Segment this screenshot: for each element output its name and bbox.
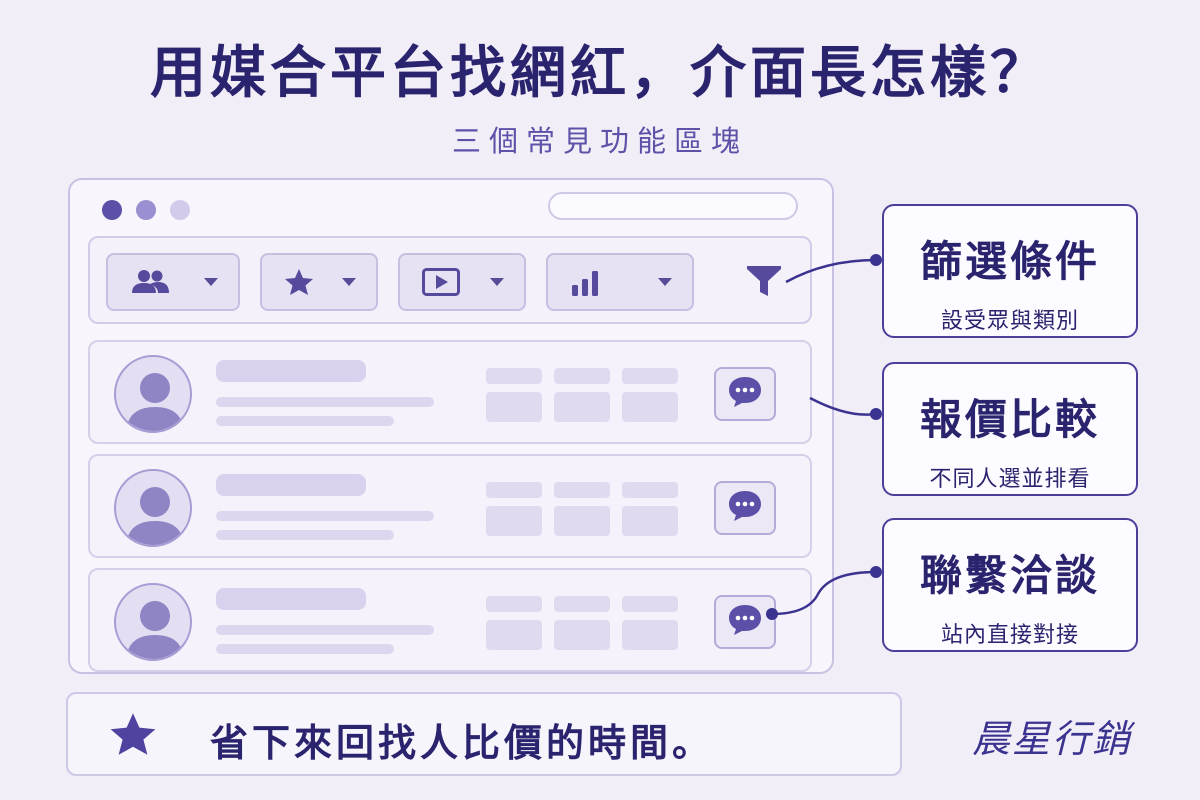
- text-placeholder: [216, 511, 434, 521]
- price-header-cell: [554, 596, 610, 612]
- chevron-down-icon: [658, 278, 672, 286]
- text-placeholder: [216, 530, 394, 540]
- star-icon: [284, 267, 314, 297]
- address-bar[interactable]: [548, 192, 798, 220]
- price-value-cell: [554, 506, 610, 536]
- price-value-cell: [622, 392, 678, 422]
- text-placeholder: [216, 416, 394, 426]
- price-header-cell: [622, 368, 678, 384]
- text-placeholder: [216, 644, 394, 654]
- window-dot-maximize[interactable]: [170, 200, 190, 220]
- price-header-cell: [486, 596, 542, 612]
- funnel-icon[interactable]: [746, 264, 782, 302]
- page-subtitle: 三個常見功能區塊: [451, 124, 748, 158]
- influencer-row[interactable]: [88, 340, 812, 444]
- chevron-down-icon: [204, 278, 218, 286]
- callout-quote-compare: 報價比較 不同人選並排看: [882, 362, 1138, 496]
- star-icon: [108, 710, 158, 762]
- brand-signature: 晨星行銷: [972, 717, 1133, 761]
- price-header-cell: [554, 482, 610, 498]
- price-value-cell: [554, 620, 610, 650]
- price-value-cell: [622, 506, 678, 536]
- banner-text: 省下來回找人比價的時間。: [210, 721, 715, 765]
- callout-title: 篩選條件: [919, 237, 1100, 286]
- chevron-down-icon: [490, 278, 504, 286]
- price-header-cell: [554, 368, 610, 384]
- filter-rating-dropdown[interactable]: [260, 253, 378, 311]
- influencer-row[interactable]: [88, 568, 812, 672]
- text-placeholder: [216, 625, 434, 635]
- callout-title: 報價比較: [919, 395, 1100, 444]
- callout-filter: 篩選條件 設受眾與類別: [882, 204, 1138, 338]
- price-value-cell: [486, 620, 542, 650]
- price-value-cell: [486, 506, 542, 536]
- avatar: [114, 583, 192, 661]
- name-placeholder: [216, 474, 366, 496]
- message-button[interactable]: [714, 595, 776, 649]
- browser-window-mockup: [68, 178, 834, 674]
- callout-title: 聯繫洽談: [919, 551, 1100, 600]
- callout-subtitle: 站內直接對接: [940, 623, 1079, 648]
- chat-bubble-icon: [727, 489, 763, 527]
- page-title: 用媒合平台找網紅，介面長怎樣？: [150, 41, 1050, 106]
- callout-subtitle: 不同人選並排看: [929, 467, 1091, 492]
- filter-bar: [88, 236, 812, 324]
- chevron-down-icon: [342, 278, 356, 286]
- influencer-row[interactable]: [88, 454, 812, 558]
- window-dot-minimize[interactable]: [136, 200, 156, 220]
- price-value-cell: [486, 392, 542, 422]
- name-placeholder: [216, 360, 366, 382]
- avatar: [114, 355, 192, 433]
- avatar: [114, 469, 192, 547]
- price-value-cell: [622, 620, 678, 650]
- price-header-cell: [622, 482, 678, 498]
- play-icon: [422, 267, 460, 297]
- chat-bubble-icon: [727, 375, 763, 413]
- filter-audience-dropdown[interactable]: [106, 253, 240, 311]
- message-button[interactable]: [714, 367, 776, 421]
- people-icon: [130, 267, 170, 297]
- chat-bubble-icon: [727, 603, 763, 641]
- filter-platform-dropdown[interactable]: [398, 253, 526, 311]
- callout-contact: 聯繫洽談 站內直接對接: [882, 518, 1138, 652]
- filter-stats-dropdown[interactable]: [546, 253, 694, 311]
- name-placeholder: [216, 588, 366, 610]
- summary-banner: 省下來回找人比價的時間。: [66, 692, 902, 776]
- price-header-cell: [486, 482, 542, 498]
- window-dot-close[interactable]: [102, 200, 122, 220]
- callout-subtitle: 設受眾與類別: [940, 309, 1079, 334]
- price-header-cell: [622, 596, 678, 612]
- text-placeholder: [216, 397, 434, 407]
- price-value-cell: [554, 392, 610, 422]
- price-header-cell: [486, 368, 542, 384]
- bar-chart-icon: [570, 267, 606, 297]
- message-button[interactable]: [714, 481, 776, 535]
